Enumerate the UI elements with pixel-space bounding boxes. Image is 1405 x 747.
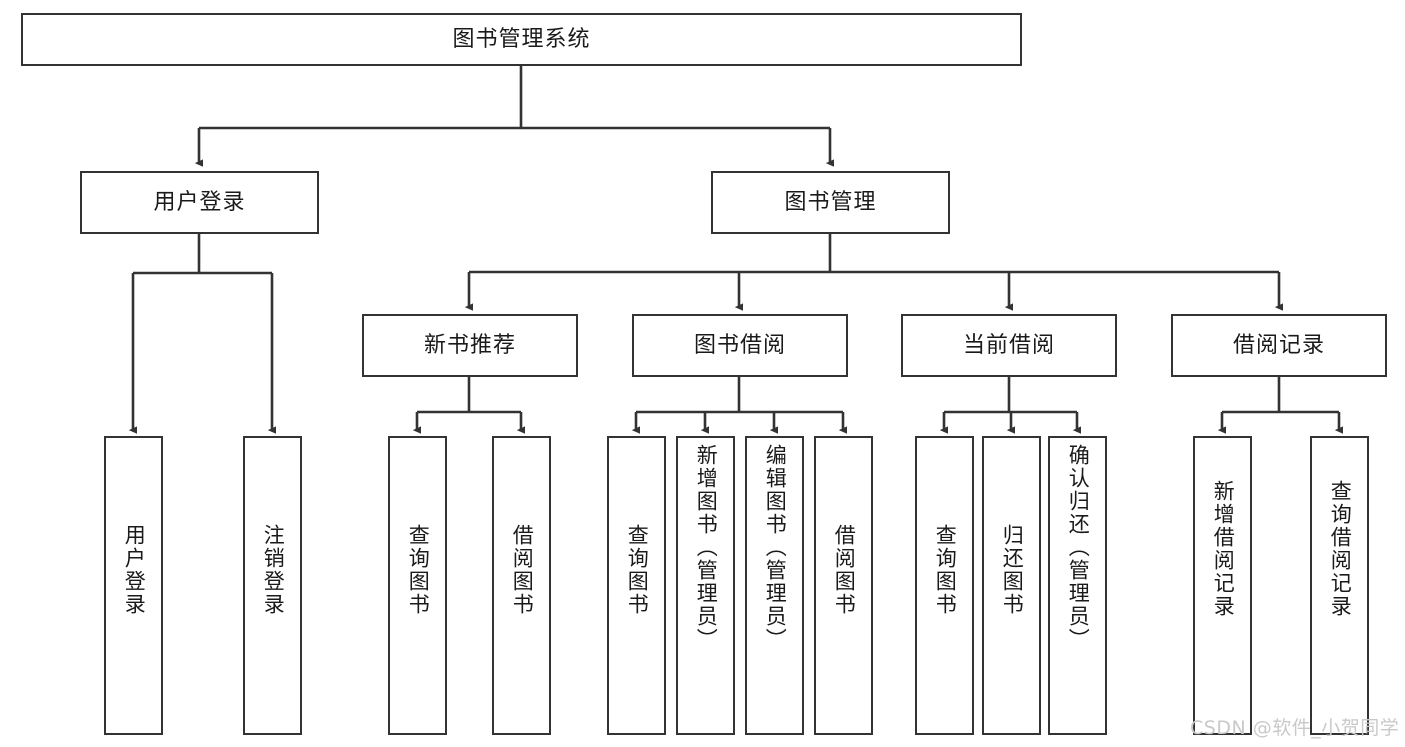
node-leaf-confirm-return[interactable]: 确认归还（管理员） [1048, 436, 1107, 735]
node-leaf-add-book-label: 新增图书（管理员） [694, 444, 719, 651]
node-user-login[interactable]: 用户登录 [80, 171, 319, 234]
node-leaf-query-book-1[interactable]: 查询图书 [388, 436, 447, 735]
node-root-label: 图书管理系统 [452, 26, 591, 52]
node-leaf-borrow-book-1[interactable]: 借阅图书 [492, 436, 551, 735]
node-leaf-query-book-3[interactable]: 查询图书 [915, 436, 974, 735]
node-borrow-record[interactable]: 借阅记录 [1171, 314, 1387, 377]
node-current-borrow-label: 当前借阅 [962, 332, 1055, 358]
node-book-borrow-label: 图书借阅 [693, 332, 786, 358]
node-root[interactable]: 图书管理系统 [21, 13, 1022, 66]
node-book-management[interactable]: 图书管理 [711, 171, 950, 234]
node-leaf-query-record-label: 查询借阅记录 [1328, 480, 1353, 618]
node-new-book-recommend-label: 新书推荐 [423, 332, 516, 358]
node-leaf-query-book-3-label: 查询图书 [933, 524, 958, 616]
node-leaf-add-record-label: 新增借阅记录 [1211, 480, 1236, 618]
node-leaf-return-book-label: 归还图书 [1000, 524, 1025, 616]
node-leaf-edit-book[interactable]: 编辑图书（管理员） [745, 436, 804, 735]
node-borrow-record-label: 借阅记录 [1232, 332, 1325, 358]
node-book-borrow[interactable]: 图书借阅 [632, 314, 848, 377]
node-leaf-user-login[interactable]: 用户登录 [104, 436, 163, 735]
node-current-borrow[interactable]: 当前借阅 [901, 314, 1117, 377]
node-leaf-add-book[interactable]: 新增图书（管理员） [676, 436, 735, 735]
node-leaf-add-record[interactable]: 新增借阅记录 [1193, 436, 1252, 735]
watermark-text: CSDN @软件_小贺同学 [1190, 717, 1400, 739]
node-leaf-return-book[interactable]: 归还图书 [982, 436, 1041, 735]
node-leaf-borrow-book-2-label: 借阅图书 [832, 524, 857, 616]
node-leaf-query-record[interactable]: 查询借阅记录 [1310, 436, 1369, 735]
node-leaf-logout-login-label: 注销登录 [261, 524, 286, 616]
node-leaf-edit-book-label: 编辑图书（管理员） [763, 444, 788, 651]
node-new-book-recommend[interactable]: 新书推荐 [362, 314, 578, 377]
node-leaf-query-book-2-label: 查询图书 [625, 524, 650, 616]
node-leaf-query-book-1-label: 查询图书 [406, 524, 431, 616]
node-leaf-confirm-return-label: 确认归还（管理员） [1066, 444, 1091, 651]
node-leaf-borrow-book-2[interactable]: 借阅图书 [814, 436, 873, 735]
node-leaf-query-book-2[interactable]: 查询图书 [607, 436, 666, 735]
node-user-login-label: 用户登录 [153, 189, 246, 215]
node-leaf-logout-login[interactable]: 注销登录 [243, 436, 302, 735]
node-leaf-user-login-label: 用户登录 [122, 524, 147, 616]
node-leaf-borrow-book-1-label: 借阅图书 [510, 524, 535, 616]
node-book-management-label: 图书管理 [784, 189, 877, 215]
